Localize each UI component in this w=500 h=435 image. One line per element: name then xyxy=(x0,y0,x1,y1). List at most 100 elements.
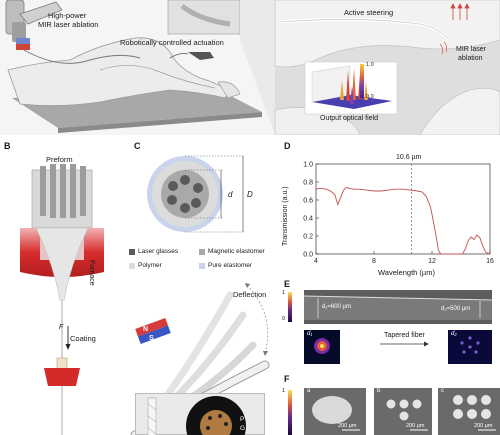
legend-swatch xyxy=(129,263,135,269)
panel-b-illustration xyxy=(20,164,104,435)
surgical-table-edge xyxy=(58,112,262,133)
micrograph-c-holes xyxy=(453,395,491,419)
magnet-n-label: N xyxy=(143,326,149,333)
preform-label: Preform xyxy=(46,155,73,164)
scale-label-c: 200 µm xyxy=(474,423,493,429)
laser-glass-cores xyxy=(167,175,203,213)
d1-label: d₁=600 µm xyxy=(322,304,351,310)
x-tick-label: 8 xyxy=(372,258,376,265)
deflection-arrowhead-bottom xyxy=(263,351,268,356)
d1-field-label: d₁ xyxy=(307,331,313,337)
legend-label: Pure elastomer xyxy=(208,262,253,269)
panel-e-letter: E xyxy=(284,279,291,289)
colorbar-f-max: 1 xyxy=(282,388,286,394)
legend-swatch xyxy=(199,249,205,255)
output-field-d1-spot xyxy=(314,338,330,354)
sub-label-c: c xyxy=(441,388,444,394)
ablation-arrows xyxy=(450,3,470,20)
optical-field-wall xyxy=(311,65,351,103)
robot-arm-link xyxy=(19,1,63,25)
colorbar-e xyxy=(288,292,292,322)
legend-label: Magnetic elastomer xyxy=(208,248,265,255)
force-label: F xyxy=(59,324,64,331)
panel-f-illustration xyxy=(288,388,500,435)
optical-field-colorbar xyxy=(360,64,364,98)
field-caption: Output optical field xyxy=(320,115,378,122)
tapered-fiber-body xyxy=(304,296,492,320)
output-field-d2-spots xyxy=(460,336,480,354)
panel-a-illustration xyxy=(0,0,500,135)
legend-label: Polymer xyxy=(138,262,162,269)
x-tick-label: 16 xyxy=(486,258,494,265)
fiber-cable xyxy=(23,49,141,64)
optical-field-peaks xyxy=(340,68,368,104)
panel-e: 1 0 d₁=600 µm d₂=500 µm d₁ d₂ Tapered fi… xyxy=(280,286,500,366)
fiber-inset: P G xyxy=(135,393,265,435)
micrograph-b xyxy=(374,388,432,435)
actuation-label: Robotically controlled actuation xyxy=(120,38,224,47)
emission-arcs xyxy=(439,41,447,55)
colorbar-e-min: 0 xyxy=(282,316,286,322)
cross-section-diagram xyxy=(147,155,245,233)
sub-label-b: b xyxy=(377,388,381,394)
laser-label-1: High-power xyxy=(48,11,87,20)
force-arrowhead xyxy=(65,344,71,350)
panel-b: Preform Furnace F Coating xyxy=(0,150,125,435)
laser-label-2: MIR laser ablation xyxy=(38,20,99,29)
x-tick-label: 4 xyxy=(314,258,318,265)
colorbar-e-max: 1 xyxy=(282,290,286,296)
d2-field-label: d₂ xyxy=(451,331,457,337)
tapered-fiber-edge xyxy=(303,295,493,301)
furnace-label: Furnace xyxy=(88,260,95,286)
d2-label: d₂=500 µm xyxy=(441,306,471,312)
coating-cup xyxy=(44,368,80,386)
y-tick-label: 0.6 xyxy=(303,198,313,205)
preform-rods xyxy=(40,164,86,218)
y-tick-label: 0.4 xyxy=(303,216,313,223)
inset-g-label: G xyxy=(240,425,246,432)
fiber-side-view xyxy=(147,397,157,435)
chart-ylabel: Transmission (a.u.) xyxy=(282,186,289,246)
panel-c: d D Laser glasses Magnetic elastomer Pol… xyxy=(125,150,275,435)
preform-neckdown xyxy=(35,227,89,301)
handheld-tool xyxy=(188,52,214,60)
colorbar-f xyxy=(288,390,292,435)
panel-d-letter: D xyxy=(284,141,291,151)
y-tick-label: 0.0 xyxy=(303,252,313,259)
colorbar-min-label: 0.0 xyxy=(366,94,374,100)
robot-arm-joint xyxy=(12,22,26,42)
steering-fiber-outline xyxy=(279,19,453,45)
marker-label: 10.6 µm xyxy=(396,154,422,161)
inset-p-label: P xyxy=(240,416,245,423)
material-legend: Laser glasses Magnetic elastomer Polymer… xyxy=(129,248,275,272)
coating-label: Coating xyxy=(70,334,96,343)
legend-swatch xyxy=(129,249,135,255)
deflection-arc xyxy=(246,284,268,354)
scale-label-a: 200 µm xyxy=(338,423,357,429)
x-tick-label: 12 xyxy=(428,258,436,265)
bar-magnet xyxy=(135,318,171,344)
patient-leg-line xyxy=(99,65,216,89)
steering-label: Active steering xyxy=(344,8,394,17)
plot-frame xyxy=(315,163,491,255)
ablation-label-2: ablation xyxy=(458,55,483,62)
fiber-cross-holes xyxy=(206,414,228,430)
zoom-wedge xyxy=(240,0,275,135)
tapered-fiber-label: Tapered fiber xyxy=(384,332,425,339)
y-tick-label: 0.2 xyxy=(303,234,313,241)
panel-e-illustration xyxy=(288,290,493,364)
colorbar-max-label: 1.0 xyxy=(366,62,374,68)
scale-label-b: 200 µm xyxy=(406,423,425,429)
legend-label: Laser glasses xyxy=(138,248,179,255)
lower-bone xyxy=(419,88,500,135)
upper-bone xyxy=(274,0,500,68)
panel-c-letter: C xyxy=(134,141,141,151)
panel-f: 1 a b c 200 µm 200 µm 200 µm xyxy=(280,384,500,435)
dimension-d-label: d xyxy=(228,190,233,199)
y-tick-label: 1.0 xyxy=(303,162,313,169)
fiber-inset-illustration xyxy=(147,396,246,435)
deflection-label: Deflection xyxy=(233,290,267,299)
micrograph-a-hole xyxy=(312,396,352,424)
handheld-tool-cable xyxy=(169,53,189,59)
